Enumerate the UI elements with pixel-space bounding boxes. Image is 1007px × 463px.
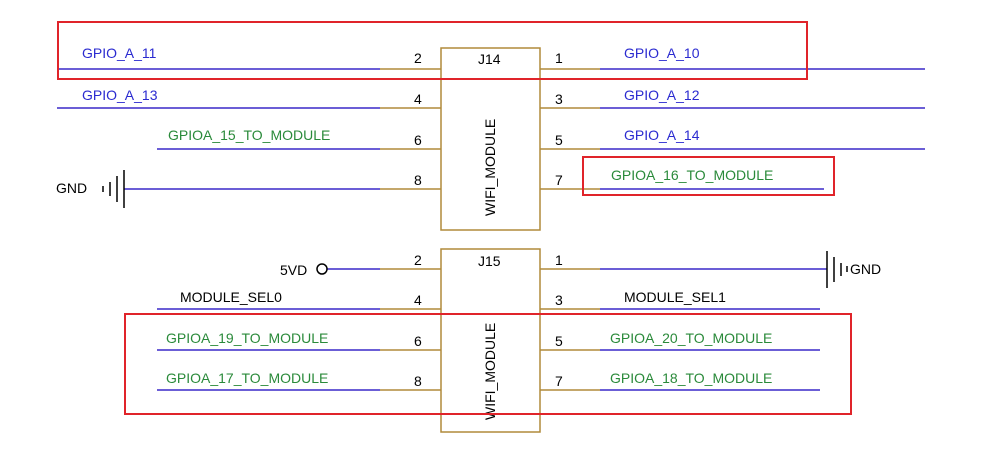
j15-net-label-gpioa-19: GPIOA_19_TO_MODULE	[166, 330, 328, 346]
j14-value: WIFI_MODULE	[482, 119, 498, 216]
j15-pin7-number: 7	[555, 373, 563, 389]
j15-pin6-number: 6	[414, 333, 422, 349]
j14-net-label-gpio-a-10: GPIO_A_10	[624, 45, 700, 61]
highlight-box-gpioa-17-20	[124, 313, 852, 415]
j14-pin4-number: 4	[414, 91, 422, 107]
j14-net-label-gpio-a-14: GPIO_A_14	[624, 127, 700, 143]
j14-body[interactable]	[440, 47, 541, 231]
j14-ref: J14	[478, 51, 501, 67]
j15-net-label-gpioa-20: GPIOA_20_TO_MODULE	[610, 330, 772, 346]
j15-net-label-gpioa-18: GPIOA_18_TO_MODULE	[610, 370, 772, 386]
j15-pin5-number: 5	[555, 333, 563, 349]
j14-pin8-number: 8	[414, 172, 422, 188]
j15-net-label-gpioa-17: GPIOA_17_TO_MODULE	[166, 370, 328, 386]
j14-pin5-number: 5	[555, 132, 563, 148]
j14-net-label-gpioa-15: GPIOA_15_TO_MODULE	[168, 127, 330, 143]
ground-icon	[102, 170, 125, 208]
j15-pin4-number: 4	[414, 292, 422, 308]
j15-net-label-module-sel0: MODULE_SEL0	[180, 289, 282, 305]
j14-net-label-gpio-a-12: GPIO_A_12	[624, 87, 700, 103]
highlight-box-gpioa-16	[582, 156, 835, 196]
highlight-box-gpio-a-11-10	[57, 21, 808, 80]
j15-net-label-module-sel1: MODULE_SEL1	[624, 289, 726, 305]
j14-pin6-number: 6	[414, 132, 422, 148]
j14-net-label-gpio-a-11: GPIO_A_11	[82, 45, 157, 61]
j15-body[interactable]	[440, 248, 541, 433]
j14-pin3-number: 3	[555, 91, 563, 107]
j14-net-label-gnd: GND	[56, 180, 87, 196]
j14-net-label-gpioa-16: GPIOA_16_TO_MODULE	[611, 167, 773, 183]
j14-pin2-number: 2	[414, 50, 422, 66]
j15-pin2-number: 2	[414, 252, 422, 268]
j14-pin1-number: 1	[555, 50, 563, 66]
j15-net-label-gnd: GND	[850, 261, 881, 277]
j15-ref: J15	[478, 253, 501, 269]
j15-pin3-number: 3	[555, 292, 563, 308]
j15-value: WIFI_MODULE	[482, 323, 498, 420]
j14-pin7-number: 7	[555, 172, 563, 188]
j15-pin1-number: 1	[555, 252, 563, 268]
j14-net-label-gpio-a-13: GPIO_A_13	[82, 87, 158, 103]
j15-net-label-5vd: 5VD	[280, 262, 307, 278]
j15-pin8-number: 8	[414, 373, 422, 389]
ground-icon	[826, 251, 848, 288]
power-port-icon	[316, 263, 328, 275]
